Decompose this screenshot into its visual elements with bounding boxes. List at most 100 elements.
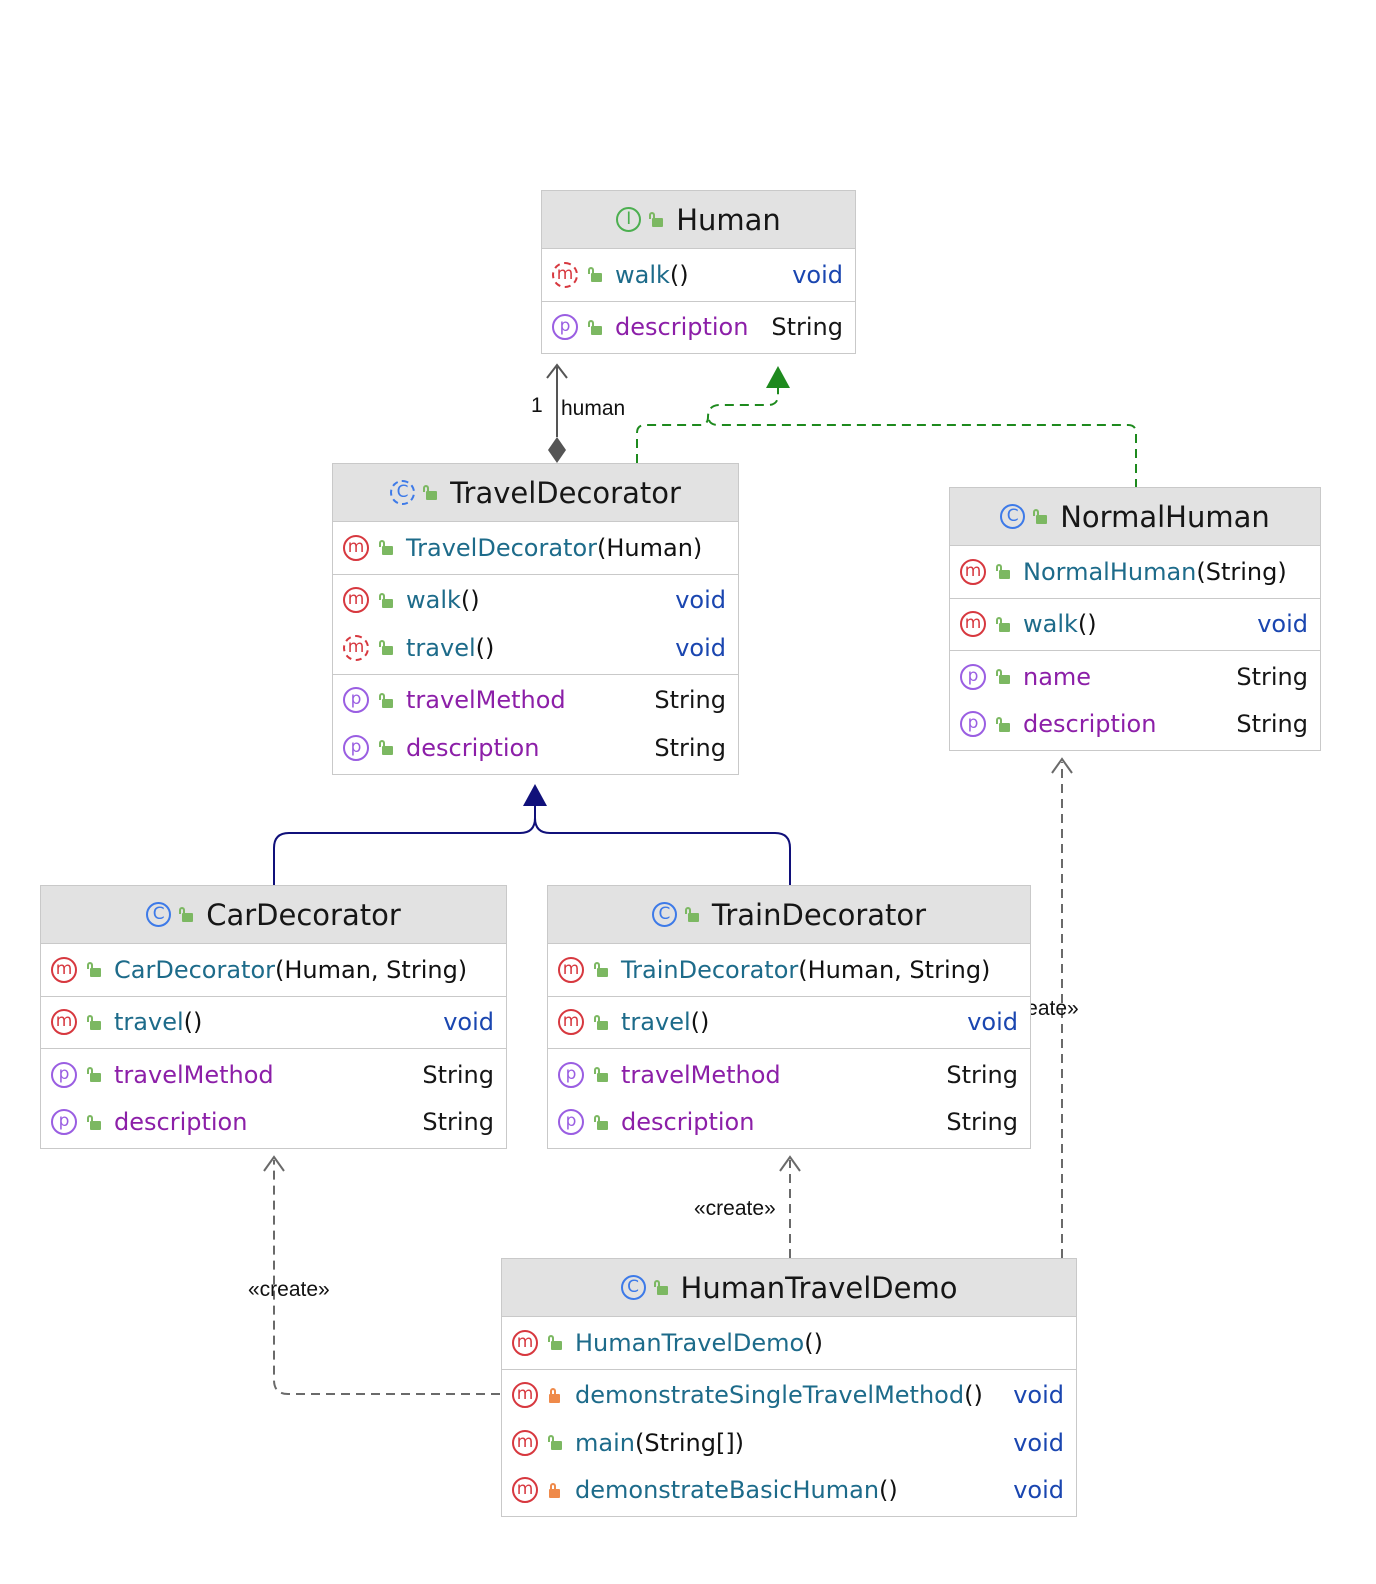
member-row[interactable]: p travelMethod String (548, 1051, 1030, 1099)
methods-section: m walk() void (950, 599, 1320, 651)
class-human[interactable]: I Human m walk() void p description Stri… (541, 190, 856, 354)
class-header: C NormalHuman (950, 488, 1320, 546)
property-type: String (422, 1108, 494, 1137)
member-row[interactable]: m HumanTravelDemo() (502, 1319, 1076, 1367)
method-name: demonstrateBasicHuman (575, 1476, 880, 1505)
property-type: String (946, 1108, 1018, 1137)
member-row[interactable]: m demonstrateSingleTravelMethod() void (502, 1372, 1076, 1420)
public-lock-icon (87, 1014, 101, 1030)
member-row[interactable]: m walk() void (950, 601, 1320, 649)
method-icon: m (558, 956, 584, 983)
property-icon: p (343, 734, 369, 761)
method-params: () (460, 586, 480, 615)
abstract-class-icon: C (390, 480, 416, 505)
member-row[interactable]: p description String (542, 304, 855, 352)
return-type: void (1013, 1476, 1064, 1505)
methods-section: m travel() void (41, 997, 506, 1049)
property-type: String (654, 686, 726, 715)
member-row[interactable]: p description String (41, 1099, 506, 1147)
property-name: travelMethod (406, 686, 566, 715)
member-row[interactable]: p description String (548, 1099, 1030, 1147)
property-type: String (946, 1060, 1018, 1089)
return-type: void (1257, 610, 1308, 639)
member-row[interactable]: p name String (950, 653, 1320, 701)
property-name: description (621, 1108, 755, 1137)
constructor-name: TravelDecorator (406, 533, 598, 562)
member-row[interactable]: m main(String[]) void (502, 1419, 1076, 1467)
constructors-section: m TravelDecorator(Human) (333, 522, 738, 575)
method-name: demonstrateSingleTravelMethod (575, 1381, 965, 1410)
method-name: travel (114, 1008, 184, 1037)
method-icon: m (512, 1382, 538, 1409)
member-row[interactable]: m walk() void (542, 251, 855, 299)
method-icon: m (512, 1329, 538, 1356)
class-travel-decorator[interactable]: C TravelDecorator m TravelDecorator(Huma… (332, 463, 739, 775)
methods-section: m demonstrateSingleTravelMethod() void m… (502, 1370, 1076, 1517)
create-edge-demo-normal-human (1051, 757, 1073, 1258)
member-row[interactable]: m CarDecorator(Human, String) (41, 946, 506, 994)
class-name: TravelDecorator (450, 475, 681, 510)
constructor-name: NormalHuman (1023, 557, 1197, 586)
implements-arrowhead (766, 366, 790, 388)
public-lock-icon (588, 319, 602, 335)
class-name: TrainDecorator (711, 897, 927, 932)
public-lock-icon (649, 212, 664, 227)
member-row[interactable]: m TravelDecorator(Human) (333, 524, 738, 572)
public-lock-icon (379, 692, 393, 708)
public-lock-icon (548, 1335, 562, 1351)
class-header: C TrainDecorator (548, 886, 1030, 944)
public-lock-icon (379, 740, 393, 756)
composition-edge-travel-decorator-human (546, 363, 568, 463)
class-car-decorator[interactable]: C CarDecorator m CarDecorator(Human, Str… (40, 885, 507, 1149)
constructors-section: m HumanTravelDemo() (502, 1317, 1076, 1370)
property-type: String (654, 733, 726, 762)
public-lock-icon (996, 669, 1010, 685)
create-label-car-decorator: «create» (248, 1278, 330, 1301)
return-type: void (675, 586, 726, 615)
member-row[interactable]: m demonstrateBasicHuman() void (502, 1467, 1076, 1515)
constructor-params: () (804, 1328, 823, 1357)
property-name: description (406, 733, 540, 762)
member-row[interactable]: p travelMethod String (41, 1051, 506, 1099)
property-name: description (1023, 710, 1157, 739)
class-train-decorator[interactable]: C TrainDecorator m TrainDecorator(Human,… (547, 885, 1031, 1149)
method-params: () (183, 1008, 203, 1037)
class-icon: C (620, 1275, 646, 1300)
method-icon: m (343, 634, 369, 661)
property-name: travelMethod (621, 1060, 781, 1089)
create-edge-demo-car-decorator (263, 1155, 500, 1395)
method-icon: m (51, 956, 77, 983)
class-normal-human[interactable]: C NormalHuman m NormalHuman(String) m wa… (949, 487, 1321, 751)
member-row[interactable]: p description String (950, 701, 1320, 749)
property-icon: p (960, 663, 986, 690)
class-human-travel-demo[interactable]: C HumanTravelDemo m HumanTravelDemo() m … (501, 1258, 1077, 1517)
method-params: () (964, 1381, 983, 1410)
method-icon: m (343, 534, 369, 561)
create-label-train-decorator: «create» (694, 1197, 776, 1220)
properties-section: p description String (542, 302, 855, 354)
return-type: void (967, 1008, 1018, 1037)
private-lock-icon (548, 1482, 561, 1498)
member-row[interactable]: m travel() void (333, 624, 738, 672)
member-row[interactable]: m travel() void (548, 999, 1030, 1047)
constructor-name: CarDecorator (114, 955, 275, 984)
property-type: String (771, 313, 843, 342)
methods-section: m walk() void (542, 249, 855, 302)
interface-icon: I (616, 207, 642, 232)
member-row[interactable]: m TrainDecorator(Human, String) (548, 946, 1030, 994)
class-icon: C (1000, 504, 1026, 529)
return-type: void (792, 260, 843, 289)
method-params: () (475, 633, 495, 662)
method-name: walk (615, 260, 670, 289)
member-row[interactable]: m NormalHuman(String) (950, 548, 1320, 596)
method-params: (String[]) (634, 1428, 745, 1457)
method-params: () (879, 1476, 898, 1505)
member-row[interactable]: p description String (333, 724, 738, 772)
member-row[interactable]: p travelMethod String (333, 677, 738, 725)
member-row[interactable]: m travel() void (41, 999, 506, 1047)
member-row[interactable]: m walk() void (333, 577, 738, 625)
extends-edge-car-decorator-travel-decorator (273, 806, 536, 885)
method-params: () (690, 1008, 710, 1037)
